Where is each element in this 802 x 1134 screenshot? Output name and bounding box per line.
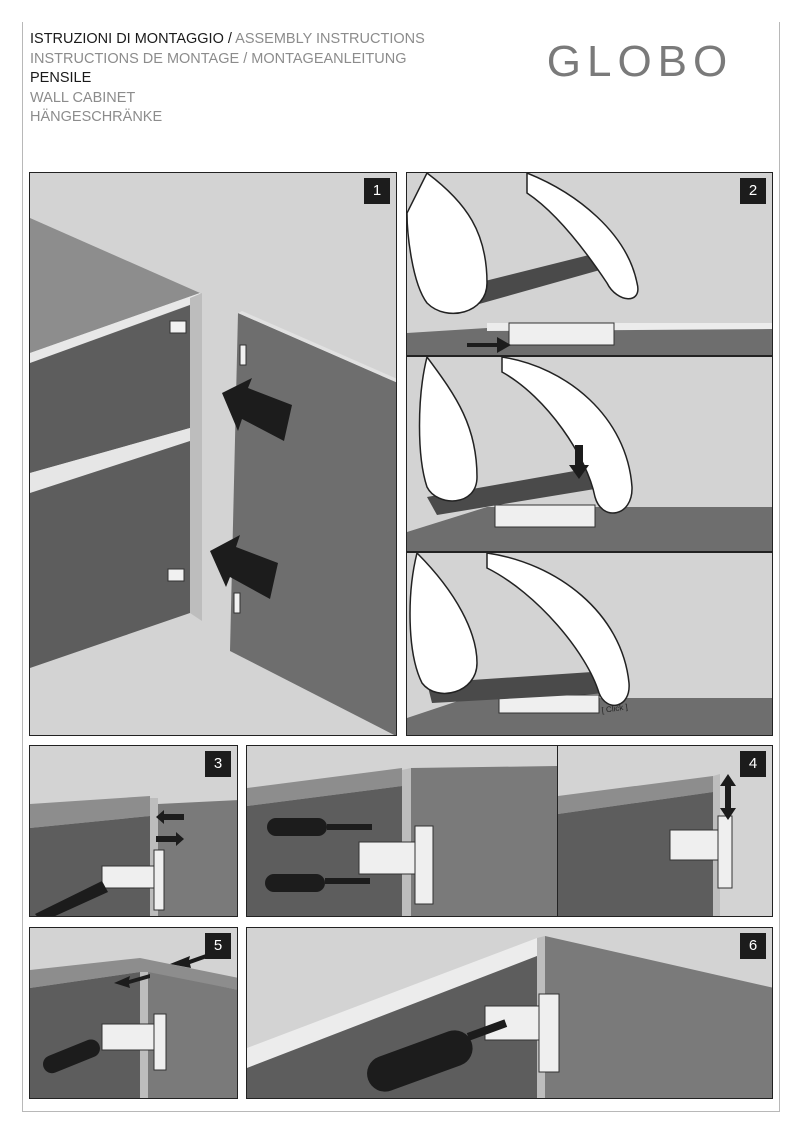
header-line-1: ISTRUZIONI DI MONTAGGIO / ASSEMBLY INSTR… bbox=[30, 30, 425, 50]
step-1-panel: 1 bbox=[29, 172, 397, 736]
step-2c-illustration: [ Click ] bbox=[407, 553, 772, 735]
step-2a-illustration bbox=[407, 173, 772, 355]
step-4-illustration bbox=[558, 746, 772, 916]
logo-text: GLOBO bbox=[547, 37, 734, 86]
step-6-badge: 6 bbox=[740, 933, 766, 959]
title-italian: ISTRUZIONI DI MONTAGGIO / bbox=[30, 31, 232, 47]
step-2-badge: 2 bbox=[740, 178, 766, 204]
click-annotation: [ Click ] bbox=[601, 702, 628, 715]
step-2b-illustration bbox=[407, 357, 772, 551]
header-title-block: ISTRUZIONI DI MONTAGGIO / ASSEMBLY INSTR… bbox=[30, 30, 425, 128]
step-6-illustration bbox=[247, 928, 772, 1098]
step-5-panel: 5 bbox=[29, 927, 238, 1099]
step-2-panel-a: 2 bbox=[406, 172, 773, 356]
step-5-illustration bbox=[30, 928, 237, 1098]
step-2-panel-c: [ Click ] bbox=[406, 552, 773, 736]
step-2-panel-b bbox=[406, 356, 773, 552]
step-6-panel: 6 bbox=[246, 927, 773, 1099]
title-english: ASSEMBLY INSTRUCTIONS bbox=[231, 31, 425, 47]
step-1-illustration bbox=[30, 173, 396, 735]
globo-logo: GLOBO bbox=[547, 37, 734, 86]
header-line-3: PENSILE bbox=[30, 70, 92, 86]
step-3b-illustration bbox=[247, 746, 557, 916]
header-line-2: INSTRUCTIONS DE MONTAGE / MONTAGEANLEITU… bbox=[30, 50, 407, 67]
step-5-badge: 5 bbox=[205, 933, 231, 959]
step-4-badge: 4 bbox=[740, 751, 766, 777]
header-line-5: HÄNGESCHRÄNKE bbox=[30, 109, 163, 125]
step-3-badge: 3 bbox=[205, 751, 231, 777]
step-1-badge: 1 bbox=[364, 178, 390, 204]
step-3-panel: 3 bbox=[29, 745, 238, 917]
step-4-panel: 4 bbox=[557, 745, 773, 917]
step-3-illustration bbox=[30, 746, 237, 916]
step-3b-panel bbox=[246, 745, 558, 917]
page-border bbox=[22, 22, 780, 1112]
header-line-4: WALL CABINET bbox=[30, 89, 136, 106]
